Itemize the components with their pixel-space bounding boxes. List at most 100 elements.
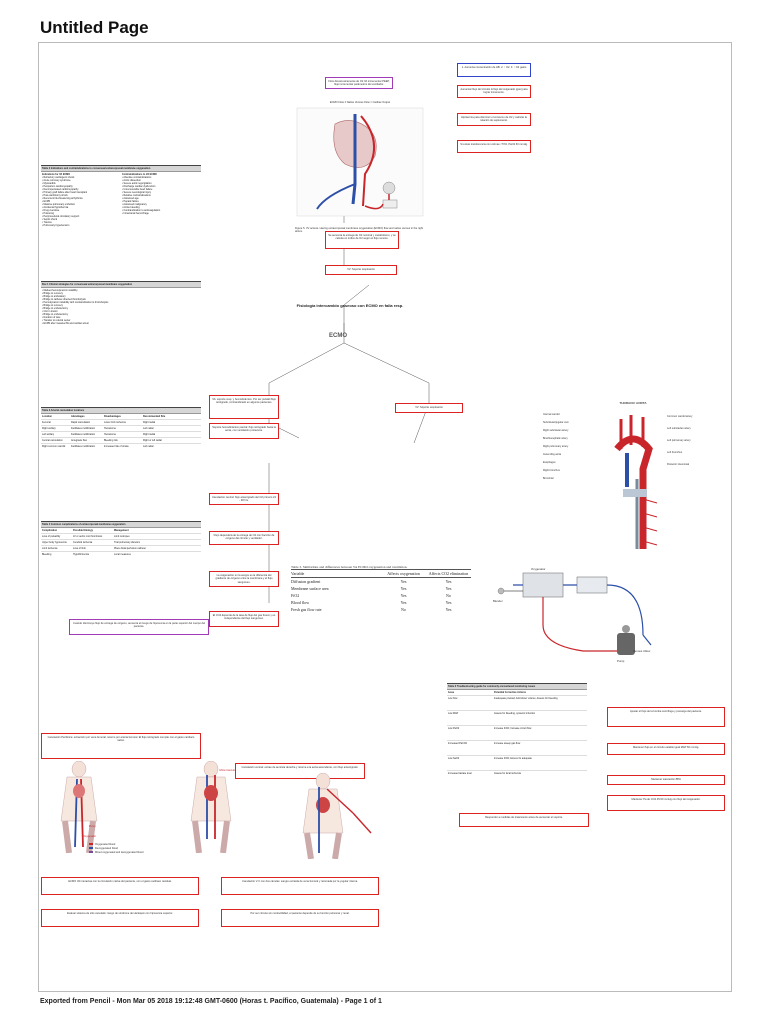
table-cell: Increased PaCO2	[448, 742, 468, 745]
table-3: Table 3 Arterial cannulation locations L…	[41, 407, 201, 508]
table-header-cell: Advantages	[71, 415, 85, 418]
aorta-label: Posterior intercostal	[667, 463, 690, 466]
aorta-label: Esophagus	[543, 461, 556, 464]
vv-figure: ECMO Flow ± Native Venous Flow = Cardiac…	[295, 101, 425, 237]
table-cell: Membrane surface area	[291, 586, 329, 591]
aorta-label: Internal carotid	[543, 413, 560, 416]
note-2: Flow dioxanoxicamente de O2 VA increment…	[325, 77, 393, 89]
page-title: Untitled Page	[40, 18, 149, 37]
ecmo-label: ECMO	[329, 333, 347, 339]
table-1-line: • Hemodynamic instability with contraind…	[42, 301, 109, 304]
table-cell: Affects CO2 elimination	[428, 571, 469, 576]
aorta-label: Brachiocephalic artery	[543, 437, 568, 440]
circuit-label: Pump	[617, 659, 625, 663]
aorta-title: THORACIC AORTA	[619, 401, 647, 405]
table-2-line: • Accidental hypothermia	[42, 206, 69, 209]
note-12: Flujo dependerá de la entrega de O2 con …	[209, 531, 279, 545]
table-6-col-a: Issue	[448, 691, 455, 694]
table-2-line: • Poisoning	[42, 212, 55, 215]
legend-label: Deoxygenated blood	[95, 847, 118, 850]
table-4-head: Table 4 Common complications of extracor…	[41, 522, 201, 528]
note-6: Se aumenta la entrega de O2 nominal y me…	[325, 231, 399, 249]
table-2-line: • Primary graft failure after heart tran…	[42, 191, 88, 194]
table-cell: Right axillary	[42, 427, 56, 430]
table-row: Central cannulation Antegrade flow Bleedin…	[41, 437, 201, 443]
table-1-line: • Transfer to referral center	[42, 319, 71, 322]
table-cell: Low PaO2	[448, 727, 460, 730]
table-cell: Left axillary	[42, 433, 55, 436]
table-2-line: • Aortic dissection	[122, 179, 141, 182]
note-25: Mantener Pa de CO2 45-50 mmHg con flujo …	[607, 795, 725, 811]
table-cell: Lower limb ischemia	[104, 421, 126, 424]
aorta-label: Left subclavian artery	[667, 427, 691, 430]
table-6: Table 6 Troubleshooting guide for common…	[447, 683, 587, 788]
body-middle	[151, 760, 271, 854]
table-cell: Affects oxygenation	[387, 571, 420, 576]
legend-label: Oxygenated blood	[95, 843, 116, 846]
table-4: Table 4 Common complications of extracor…	[41, 521, 201, 618]
export-footer: Exported from Pencil - Mon Mar 05 2018 1…	[40, 998, 382, 1005]
table-cell: Yes	[400, 593, 407, 598]
table-cell: Upper body hypoxemia	[42, 541, 67, 544]
note-5: Si existe transferencia con colmas <70%,…	[457, 140, 531, 153]
table-2-line: • Acute coronary syndrome	[42, 179, 71, 182]
table-1-line: • Duration of care	[42, 316, 61, 319]
legend-item: Oxygenated blood	[89, 843, 159, 847]
table-1-line: • Bridge to embolectomy	[42, 307, 68, 310]
table-cell: Left radial	[143, 427, 154, 430]
table-cell: Antegrade flow	[71, 439, 87, 442]
table-cell: Bleeding risk	[104, 439, 118, 442]
table-cell: Limb ischemia	[42, 547, 58, 550]
table-1-line: • Bridge to ambulatory	[42, 295, 66, 298]
table-cell: Rapid cannulation	[71, 421, 91, 424]
table-2-line: • Peripartum cardiomyopathy	[42, 185, 73, 188]
aorta-label: Ascending aorta	[543, 453, 562, 456]
table-cell: Yes	[445, 607, 452, 612]
table-2-line: • Drug overdose	[42, 209, 60, 212]
table-2-line: • Septic shock	[42, 218, 58, 221]
note-15: Cuando disminuye flujo de entrega de oxí…	[69, 619, 209, 635]
body-label: Inflow Cannula	[219, 769, 236, 772]
note-21: Por ser circuito sin contractilidad, el …	[221, 909, 379, 927]
table-2-line: • ECPR	[42, 200, 51, 203]
table-1-line: • Bridge to recovery	[42, 292, 63, 295]
table-2-line: • Discharge cardiac dysfunction	[122, 185, 156, 188]
body-label: Pump	[89, 825, 96, 828]
table-cell: Yes	[400, 586, 407, 591]
circuit-label: Venous inflow	[633, 649, 651, 653]
table-cell: Facilitates mobilization	[71, 433, 96, 436]
table-cell: LV or aortic root thrombosis	[73, 535, 103, 538]
diagram-canvas[interactable]: 1. Aumenta concentración de HB. 2. ↑ O2.…	[38, 42, 732, 992]
legend-swatch	[89, 843, 93, 845]
table-header-cell: Location	[42, 415, 52, 418]
table-cell: No	[401, 607, 406, 612]
note-23: Mantener flujo en el circuito estable ig…	[607, 743, 725, 755]
table-cell: Hypofibrinemia	[73, 553, 89, 556]
table-cell: Central cannulation	[42, 439, 63, 442]
table-2-line: • Refractory cardiogenic shock	[42, 176, 75, 179]
body-left	[39, 760, 149, 854]
circuit-label: Oxygenator	[531, 567, 546, 571]
table-cell: Left radial	[143, 445, 154, 448]
table-cell: Low flow	[448, 697, 458, 700]
table-2: Table 2 Indications and contraindication…	[41, 165, 201, 282]
legend-swatch	[89, 851, 93, 853]
table-cell: Facilitates mobilization	[71, 427, 96, 430]
table-cell: Right common carotid	[42, 445, 66, 448]
table-cell: Bleeding	[42, 553, 52, 556]
